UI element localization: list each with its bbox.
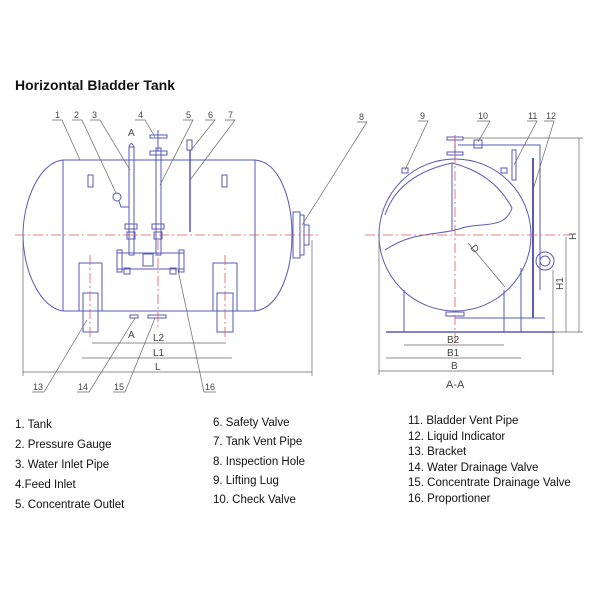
- svg-text:L1: L1: [153, 348, 165, 359]
- legend-item: 5. Concentrate Outlet: [15, 499, 125, 511]
- legend-item: 3. Water Inlet Pipe: [15, 459, 110, 471]
- legend-item: 4.Feed Inlet: [15, 479, 76, 491]
- tank-front-view: [22, 159, 293, 312]
- svg-text:A: A: [128, 128, 135, 139]
- legend-item: 14. Water Drainage Valve: [408, 461, 539, 474]
- legend-item: 13. Bracket: [408, 446, 467, 458]
- svg-text:7: 7: [228, 110, 233, 120]
- legend-item: 1. Tank: [15, 419, 52, 431]
- legend-column-1: 1. Tank 2. Pressure Gauge 3. Water Inlet…: [15, 415, 124, 515]
- svg-text:3: 3: [92, 110, 97, 120]
- pipes-front: [112, 130, 310, 319]
- svg-text:5: 5: [186, 110, 191, 120]
- svg-text:4: 4: [138, 110, 143, 120]
- legend-item: 12. Liquid Indicator: [408, 430, 506, 443]
- svg-text:L2: L2: [153, 333, 165, 344]
- svg-text:15: 15: [114, 382, 124, 392]
- leaders: [22, 119, 583, 393]
- svg-text:H1: H1: [555, 277, 566, 290]
- front-callouts: 1 2 3 4 5 6 7 8 13 14 15 16 A A L2 L1 L: [33, 110, 364, 392]
- legend-item: 7. Tank Vent Pipe: [213, 436, 303, 449]
- legend-item: 15. Concentrate Drainage Valve: [408, 477, 571, 489]
- svg-text:9: 9: [420, 111, 425, 121]
- bladder-tank-drawing: 1 2 3 4 5 6 7 8 13 14 15 16 A A L2 L1 L …: [15, 110, 583, 393]
- diagram-title: Horizontal Bladder Tank: [15, 77, 175, 93]
- legend-column-3: 11. Bladder Vent Pipe 12. Liquid Indicat…: [408, 414, 571, 507]
- svg-text:13: 13: [33, 382, 43, 392]
- svg-text:16: 16: [205, 382, 215, 392]
- legend-item: 6. Safety Valve: [213, 417, 290, 429]
- svg-text:6: 6: [208, 110, 213, 120]
- svg-text:B1: B1: [447, 348, 460, 359]
- legend-item: 8. Inspection Hole: [213, 455, 306, 468]
- legend-item: 16. Proportioner: [408, 492, 491, 505]
- legend-item: 11. Bladder Vent Pipe: [408, 415, 519, 427]
- svg-text:B2: B2: [447, 335, 460, 346]
- svg-text:14: 14: [78, 382, 88, 392]
- svg-text:12: 12: [546, 111, 556, 121]
- side-callouts: 9 10 11 12 B2 B1 B D H H1 A-A: [420, 111, 579, 391]
- svg-text:8: 8: [359, 112, 364, 122]
- section-label: A-A: [446, 379, 465, 391]
- svg-text:B: B: [451, 361, 458, 372]
- centerlines: [15, 135, 570, 345]
- legend-item: 10. Check Valve: [213, 494, 296, 507]
- legend-item: 2. Pressure Gauge: [15, 439, 112, 451]
- svg-text:11: 11: [528, 111, 537, 121]
- legend-item: 9. Lifting Lug: [213, 474, 279, 487]
- legend-column-2: 6. Safety Valve 7. Tank Vent Pipe 8. Ins…: [213, 414, 305, 510]
- svg-text:10: 10: [478, 111, 488, 121]
- svg-text:A: A: [128, 330, 135, 341]
- tank-side-view: [378, 135, 555, 333]
- svg-text:H: H: [568, 233, 579, 240]
- svg-text:2: 2: [74, 110, 79, 120]
- svg-text:1: 1: [55, 110, 60, 120]
- svg-text:L: L: [155, 362, 161, 373]
